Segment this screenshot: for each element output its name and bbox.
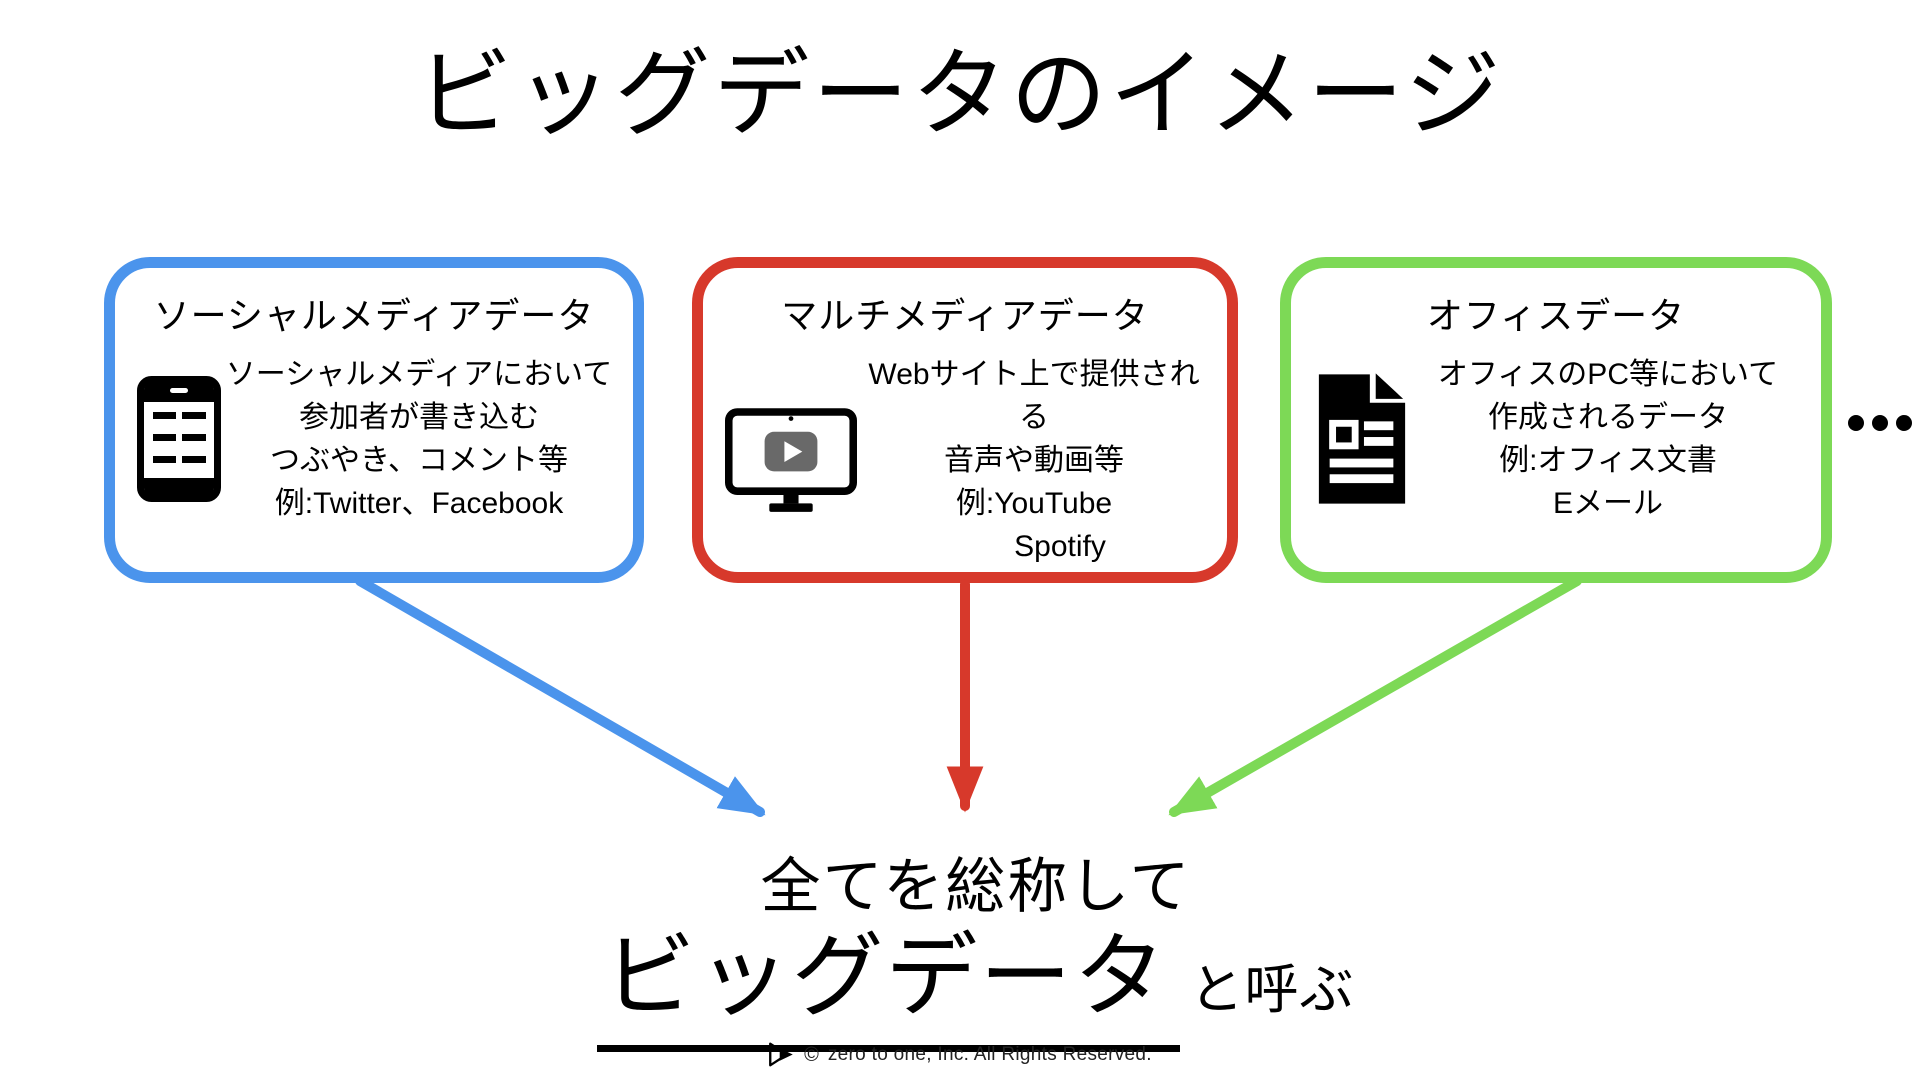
- footer-text: zero to one, Inc. All Rights Reserved.: [827, 1043, 1152, 1065]
- smartphone-icon: [137, 376, 221, 502]
- card-body-office: オフィスのPC等において 作成されるデータ 例:オフィス文書 Eメール: [1411, 353, 1805, 525]
- text-line: つぶやき、コメント等: [270, 444, 568, 477]
- text-line: Eメール: [1552, 487, 1663, 520]
- more-data-types-dots-icon: [1848, 415, 1912, 431]
- conclusion-suffix: と呼ぶ: [1189, 960, 1355, 1020]
- text-line: ソーシャルメディアにおいて: [225, 358, 613, 391]
- conclusion-intro: 全てを総称して: [760, 853, 1192, 920]
- card-title-social: ソーシャルメディアデータ: [153, 295, 595, 336]
- text-line: 例:Twitter、Facebook: [274, 487, 564, 520]
- conclusion-term-underlined: ビッグデータ: [597, 902, 1180, 1052]
- arrow-office-to-conclusion: [1168, 576, 1582, 817]
- copyright-symbol: ©: [804, 1043, 819, 1066]
- card-title-office: オフィスデータ: [1426, 295, 1686, 336]
- text-line: 作成されるデータ: [1488, 401, 1728, 434]
- conclusion-main: ビッグデータ と呼ぶ: [16, 902, 1920, 1052]
- card-body-social: ソーシャルメディアにおいて 参加者が書き込む つぶやき、コメント等 例:Twit…: [221, 353, 617, 525]
- video-monitor-icon: [725, 407, 857, 514]
- card-office-data: オフィスデータ オフィスのPC等において 作成されるデータ 例:オフィス文書 E…: [1280, 257, 1832, 583]
- card-multimedia-data: マルチメディアデータ Webサイト上で提供される 音声や動画等 例:YouTub…: [692, 257, 1238, 583]
- text-line: オフィスのPC等において: [1437, 358, 1779, 391]
- document-icon: [1313, 372, 1411, 506]
- card-title-multimedia: マルチメディアデータ: [781, 295, 1149, 336]
- arrow-social-to-conclusion: [355, 576, 766, 817]
- text-line: Spotify: [1014, 530, 1106, 563]
- text-line: 音声や動画等: [944, 444, 1124, 477]
- text-line: 例:オフィス文書: [1499, 444, 1717, 477]
- card-social-media-data: ソーシャルメディアデータ ソーシャルメディアにおいて 参加者が書き込む: [104, 257, 644, 583]
- text-line: 参加者が書き込む: [299, 401, 539, 434]
- zero-to-one-logo-icon: [768, 1041, 795, 1068]
- card-body-multimedia: Webサイト上で提供される 音声や動画等 例:YouTube Spotify: [857, 353, 1211, 568]
- text-line: Webサイト上で提供される: [868, 358, 1200, 434]
- page-title: ビッグデータのイメージ: [416, 41, 1504, 148]
- text-line: 例:YouTube: [955, 487, 1113, 520]
- footer: © zero to one, Inc. All Rights Reserved.: [0, 1041, 1920, 1068]
